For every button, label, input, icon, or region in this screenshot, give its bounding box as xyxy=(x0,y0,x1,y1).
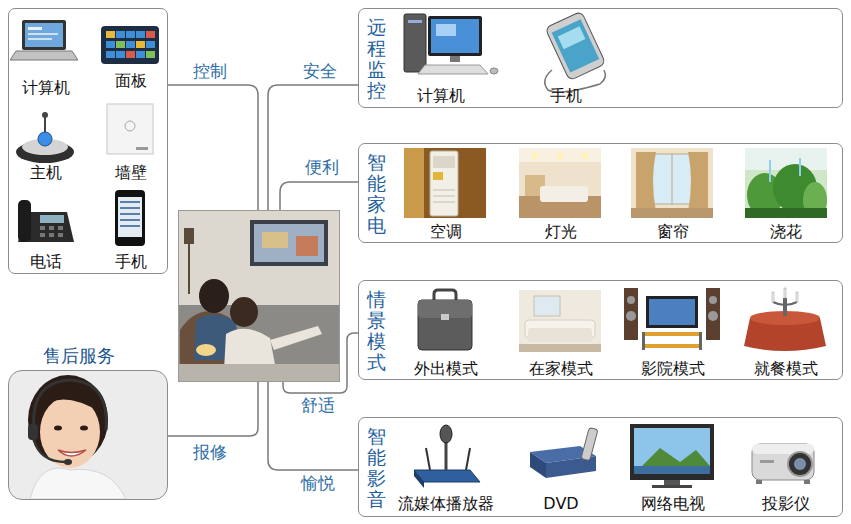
connector-label: 控制 xyxy=(191,62,229,82)
vertical-title: 远程监控 xyxy=(367,17,386,101)
item-label: 主机 xyxy=(30,164,62,182)
item-label: 手机 xyxy=(550,87,582,105)
item-label: 手机 xyxy=(115,253,147,271)
item-label: DVD xyxy=(543,495,578,513)
desk-phone-icon xyxy=(18,200,74,242)
item-label: 灯光 xyxy=(545,223,577,241)
item-label: 网络电视 xyxy=(641,495,705,513)
item-label: 电话 xyxy=(30,253,62,271)
smartphone-icon xyxy=(545,11,606,92)
briefcase-icon xyxy=(418,290,472,350)
connector-line xyxy=(283,333,358,393)
mobile-phone-icon xyxy=(115,190,145,246)
connector-line xyxy=(268,85,358,210)
item-label: 面板 xyxy=(115,72,147,90)
smart-av-panel: 智能影音流媒体播放器 DVD 网络电视 投影仪 xyxy=(358,417,843,517)
wall-switch-icon xyxy=(107,104,153,154)
connector-line xyxy=(168,382,258,436)
after-sales-box: 售后服务 xyxy=(8,370,168,500)
connector-label: 便利 xyxy=(303,158,341,178)
center-photo-box xyxy=(178,210,340,382)
home-room-photo xyxy=(519,290,601,352)
air-conditioner-photo xyxy=(404,148,486,218)
laptop-icon xyxy=(10,20,78,60)
connector-line xyxy=(268,382,358,470)
vertical-title: 情景模式 xyxy=(367,289,386,373)
item-label: 空调 xyxy=(430,223,462,241)
item-label: 窗帘 xyxy=(657,223,689,241)
item-label: 投影仪 xyxy=(762,495,810,513)
item-label: 在家模式 xyxy=(529,360,593,378)
connector-label: 愉悦 xyxy=(299,474,337,494)
box-heading: 售后服务 xyxy=(43,346,115,367)
item-label: 外出模式 xyxy=(414,360,478,378)
host-icon xyxy=(16,112,74,163)
curtain-photo xyxy=(631,148,713,218)
control-devices-panel: 计算机 面板主机 墙壁电话 手机 xyxy=(8,8,168,274)
item-label: 墙壁 xyxy=(115,164,147,182)
media-player-icon xyxy=(414,425,480,488)
scene-mode-panel: 情景模式外出模式 在家模式 影院模式 就餐模式 xyxy=(358,280,843,380)
connector-line xyxy=(168,85,258,210)
item-label: 影院模式 xyxy=(641,360,705,378)
item-label: 计算机 xyxy=(417,87,465,105)
smart-appliance-panel: 智能家电空调 灯光 窗帘 浇花 xyxy=(358,143,843,243)
control-panel-icon xyxy=(101,26,159,64)
connector-line xyxy=(280,182,358,210)
service-agent-photo xyxy=(9,371,167,499)
dining-table-icon xyxy=(744,288,826,351)
desktop-computer-icon xyxy=(404,14,498,74)
connector-label: 舒适 xyxy=(299,396,337,416)
watering-photo xyxy=(745,148,827,218)
item-label: 就餐模式 xyxy=(754,360,818,378)
item-label: 流媒体播放器 xyxy=(398,495,494,513)
connector-label: 安全 xyxy=(301,62,339,82)
item-label: 浇花 xyxy=(770,223,802,241)
connector-label: 报修 xyxy=(191,443,229,463)
remote-monitor-panel: 远程监控计算机 手机 xyxy=(358,8,843,108)
vertical-title: 智能影音 xyxy=(367,426,386,510)
living-room-photo xyxy=(178,210,340,382)
dvd-player-icon xyxy=(530,428,598,478)
network-tv-icon xyxy=(630,424,714,488)
vertical-title: 智能家电 xyxy=(367,152,386,236)
lighting-photo xyxy=(519,148,601,218)
item-label: 计算机 xyxy=(22,79,70,97)
home-theater-icon xyxy=(624,288,720,350)
projector-icon xyxy=(752,444,814,484)
